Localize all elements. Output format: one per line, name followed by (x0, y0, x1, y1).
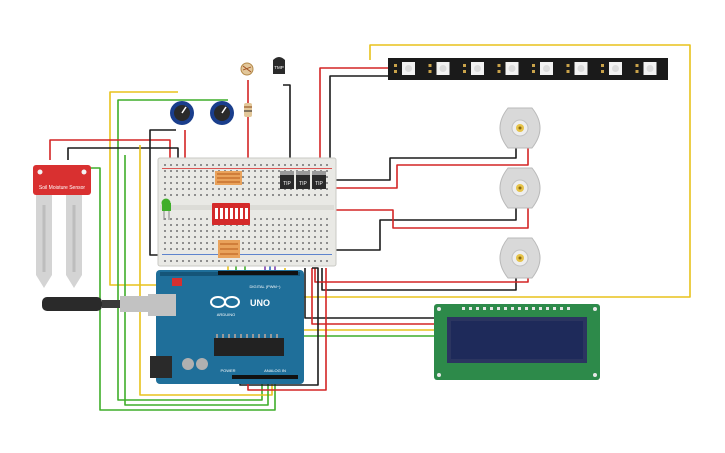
resistor-array-top (215, 171, 242, 185)
arduino-model: UNO (250, 298, 270, 308)
wire-green-pot2 (124, 155, 269, 406)
dc-motors (499, 107, 541, 279)
wire-black-lcd (304, 268, 436, 319)
power-header-label: POWER (220, 368, 235, 373)
wire-red-motor3 (314, 268, 529, 283)
lcd-pin (483, 307, 486, 310)
lcd-pin (532, 307, 535, 310)
wire-black-motor3 (321, 268, 517, 291)
wire-green-left (117, 99, 263, 401)
lcd-pin (518, 307, 521, 310)
soil-moisture-sensor: Soil Moisture Sensor (33, 165, 91, 288)
lcd-pin (476, 307, 479, 310)
lcd-pin (539, 307, 542, 310)
wire-black-strip (329, 75, 393, 160)
led-pixel (428, 62, 450, 75)
lcd-pin (497, 307, 500, 310)
usb-cable (42, 296, 158, 312)
led-pixel (601, 62, 622, 75)
led-pixel (463, 62, 484, 75)
lcd-pin (567, 307, 570, 310)
digital-header-label: DIGITAL (PWM~) (250, 284, 282, 289)
arduino-uno: UNO ARDUINO DIGITAL (PWM~) POWER ANALOG … (148, 270, 304, 384)
thermistor: TMP (273, 57, 285, 74)
transistor-3: TIP (312, 171, 326, 189)
led-pixel (497, 62, 519, 75)
potentiometer-1[interactable] (170, 101, 194, 125)
lcd-pin (560, 307, 563, 310)
wire-black-motor1 (318, 145, 517, 181)
transistors: TIP TIP TIP (280, 171, 326, 189)
wire-red-strip (319, 67, 388, 160)
wire-black-sensor (67, 147, 179, 160)
potentiometer-2[interactable] (210, 101, 234, 125)
dc-motor (499, 107, 541, 149)
lcd-pin (469, 307, 472, 310)
transistor-1-label: TIP (283, 181, 291, 187)
wire-black-motor2 (330, 208, 517, 251)
wire-black-tmp (283, 84, 291, 160)
wire-red-sensor (49, 139, 171, 160)
dc-motor (499, 237, 541, 279)
transistor-2-label: TIP (299, 181, 307, 187)
wire-green-lcd (281, 335, 436, 370)
lcd-pin (546, 307, 549, 310)
transistor-2: TIP (296, 171, 310, 189)
lcd-pin (490, 307, 493, 310)
lcd-pin (462, 307, 465, 310)
led-pixel (566, 62, 588, 75)
lcd-pin (525, 307, 528, 310)
lcd-pin (511, 307, 514, 310)
photoresistor (240, 62, 254, 76)
wire-red-motor1 (330, 145, 529, 189)
led-strip (388, 58, 668, 80)
resistor-single (244, 103, 252, 117)
moisture-sensor-title: Soil Moisture Sensor (39, 185, 85, 191)
dc-motor (499, 167, 541, 209)
thermistor-label: TMP (274, 65, 284, 70)
wire-red-motor2 (300, 208, 529, 229)
transistor-1: TIP (280, 171, 294, 189)
wire-red-lcd (311, 268, 436, 325)
led-pixel (532, 62, 553, 75)
arduino-logo-icon (210, 296, 240, 308)
transistor-3-label: TIP (315, 181, 323, 187)
green-led (161, 198, 171, 220)
lcd-display (434, 304, 600, 380)
lcd-pin (504, 307, 507, 310)
led-pixel (635, 62, 657, 75)
arduino-brand: ARDUINO (217, 312, 235, 317)
resistor-array-bottom (218, 240, 240, 258)
wire-yellow-strip (284, 44, 691, 298)
dip-switch[interactable] (212, 203, 250, 225)
lcd-pin (553, 307, 556, 310)
led-pixel (394, 62, 415, 75)
analog-header-label: ANALOG IN (264, 368, 286, 373)
